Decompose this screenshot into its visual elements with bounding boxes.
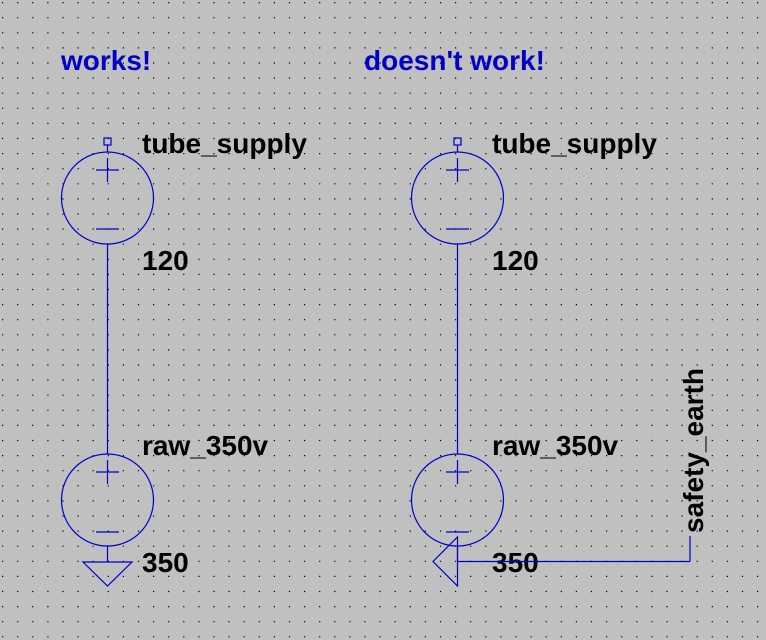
comment-doesnt-work: doesn't work!	[364, 45, 545, 76]
left-circuit: works! tube_supply 120 raw_350v 350	[60, 45, 307, 587]
right-circuit: doesn't work! tube_supply 120 raw_350v 3…	[364, 45, 709, 588]
voltage-source-top[interactable]	[60, 151, 155, 245]
source-name-label: raw_350v	[492, 430, 619, 461]
source-value-label: 120	[142, 245, 189, 276]
pin-marker[interactable]	[103, 137, 112, 146]
source-name-label: tube_supply	[492, 128, 657, 159]
source-name-label: raw_350v	[142, 430, 269, 461]
source-value-label: 350	[142, 547, 189, 578]
source-name-label: tube_supply	[142, 128, 307, 159]
source-value-label: 350	[492, 547, 539, 578]
source-value-label: 120	[492, 245, 539, 276]
comment-works: works!	[60, 45, 151, 76]
ground-icon[interactable]	[81, 561, 134, 587]
voltage-source-bottom[interactable]	[410, 453, 505, 547]
net-label-safety-earth[interactable]: safety_earth	[678, 368, 709, 533]
voltage-source-bottom[interactable]	[60, 453, 155, 547]
voltage-source-top[interactable]	[410, 151, 505, 245]
